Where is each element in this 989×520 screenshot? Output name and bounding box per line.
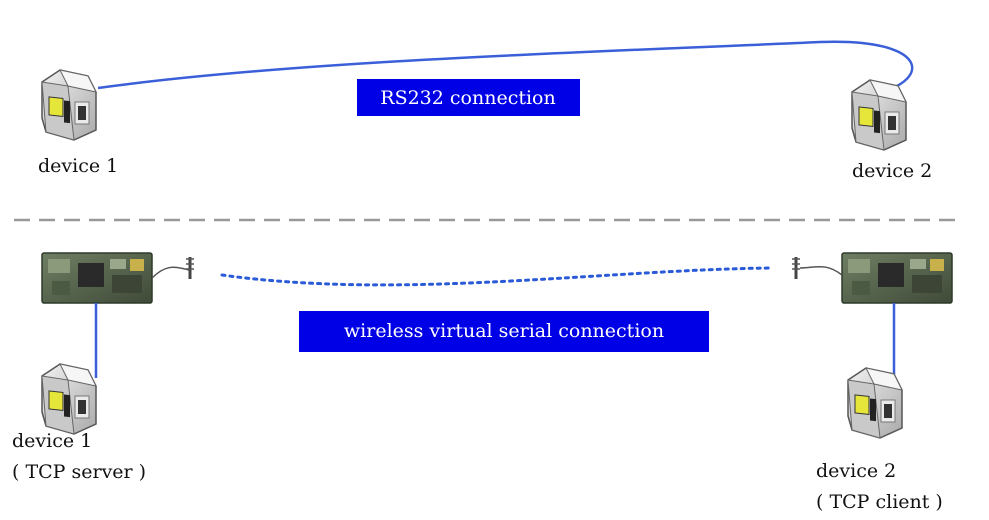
device-1-bottom-label: device 1: [12, 430, 92, 452]
device-2-role-label: ( TCP client ): [816, 491, 943, 513]
rs232-cable: [97, 40, 914, 94]
wifi-module-left-icon: [41, 252, 153, 304]
wireless-connection-label: wireless virtual serial connection: [344, 320, 664, 342]
device-1-top-icon: [41, 69, 97, 141]
device-2-bottom-label: device 2: [816, 460, 896, 482]
wifi-module-right-icon: [841, 252, 953, 304]
antenna-cable-left: [151, 266, 191, 279]
wireless-link: [220, 266, 772, 287]
device-1-top-label: device 1: [38, 155, 118, 177]
rs232-connection-label: RS232 connection: [380, 87, 555, 109]
device-2-top-label: device 2: [852, 160, 932, 182]
wireless-label-box: [299, 311, 709, 352]
device-2-top-icon: [851, 79, 907, 151]
device-2-bottom-icon: [847, 367, 903, 439]
device-1-role-label: ( TCP server ): [12, 461, 146, 483]
antenna-right-icon: [790, 255, 802, 281]
rs232-label-box: [357, 79, 580, 116]
antenna-left-icon: [184, 255, 196, 281]
antenna-cable-right: [799, 265, 843, 276]
device-1-bottom-icon: [41, 363, 97, 435]
